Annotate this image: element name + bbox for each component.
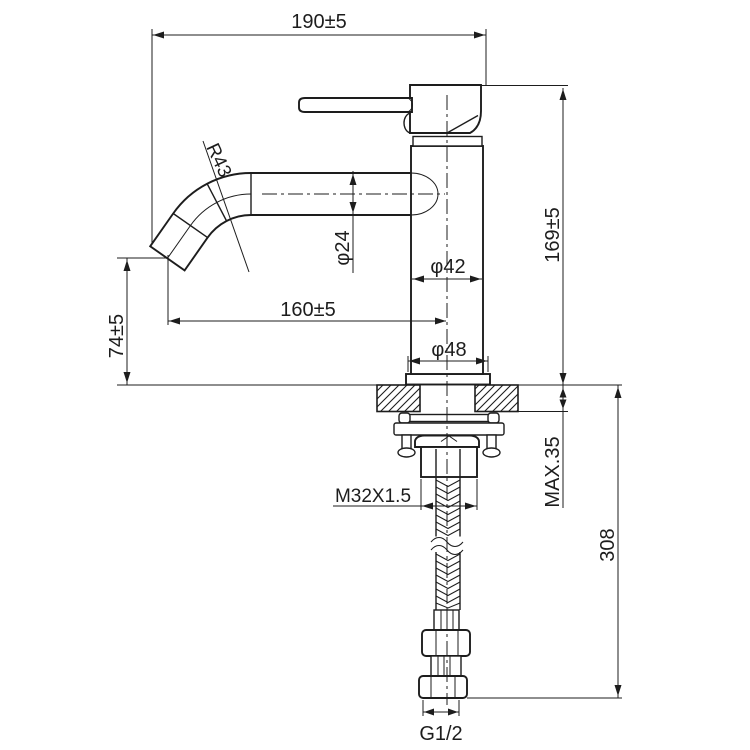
mounting-bracket [393, 422, 505, 436]
hose-hex-nut-lower [418, 675, 468, 699]
dim-top-width-label: 190±5 [291, 11, 346, 33]
bolt-foot-left [397, 447, 416, 458]
dim-body-height-label: 169±5 [542, 207, 564, 262]
dim-connector-thread-label: G1/2 [419, 723, 462, 745]
radius-leader-line [202, 140, 250, 273]
dim-hose-length-label: 308 [597, 528, 619, 561]
base-flange [405, 373, 491, 386]
lever-handle [298, 97, 413, 113]
dim-body-diameter-label: φ42 [430, 256, 465, 278]
hose-braid-pattern [435, 479, 461, 609]
mounting-hardware [393, 412, 505, 478]
dim-spout-height-label: 74±5 [106, 314, 128, 358]
dim-shank-thread-label: M32X1.5 [335, 486, 411, 507]
mounting-deck [376, 384, 519, 413]
hose-neck [430, 655, 462, 677]
dimension-labels: 190±5 169±5 MAX.35 308 74±5 φ24 φ42 φ48 … [106, 11, 619, 745]
hose-hex-nut-upper [421, 629, 471, 657]
dim-max-deck-thickness-label: MAX.35 [542, 436, 564, 507]
bolt-foot-right [482, 447, 501, 458]
dim-base-diameter-label: φ48 [431, 339, 466, 361]
dim-spout-reach-label: 160±5 [280, 299, 335, 321]
dim-spout-tube-diameter-label: φ24 [332, 230, 354, 265]
dimension-arrowheads [123, 31, 622, 716]
washer-tab-left [398, 412, 411, 424]
washer-tab-right [487, 412, 500, 424]
mounting-bolt-left [401, 434, 412, 450]
washer [402, 413, 496, 423]
threaded-shank [420, 446, 478, 478]
mounting-bolt-right [486, 434, 497, 450]
handle-housing-cap [409, 84, 482, 134]
spout [148, 172, 411, 272]
lever-socket-arc [403, 112, 411, 134]
dimension-lines [117, 29, 622, 716]
supply-hose [418, 449, 471, 699]
hose-break-symbol [432, 536, 464, 552]
